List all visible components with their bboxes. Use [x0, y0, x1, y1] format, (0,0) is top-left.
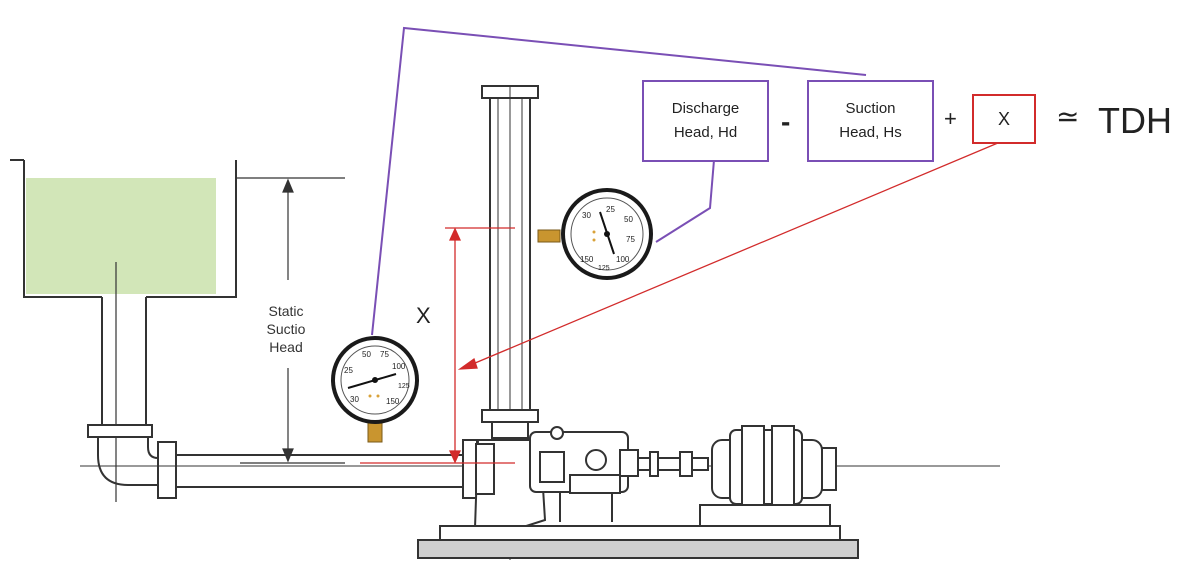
discharge-tick: 75 — [626, 235, 635, 244]
purple-connectors — [371, 26, 867, 336]
tank-liquid — [26, 178, 216, 294]
suction-tick: 30 — [350, 395, 359, 404]
motor — [699, 425, 837, 528]
discharge-column — [481, 85, 539, 560]
discharge-tick: 30 — [582, 211, 591, 220]
minus-operator: - — [781, 106, 791, 137]
base-plate — [417, 525, 859, 559]
static-label-line3: Head — [269, 339, 303, 355]
discharge-head-box: Discharge Head, Hd — [642, 80, 769, 162]
discharge-line2: Head, Hd — [672, 121, 740, 145]
approx-symbol: ≃ — [1056, 101, 1080, 132]
suction-downpipe — [87, 297, 177, 499]
tdh-label: TDH — [1098, 100, 1172, 141]
suction-head-box: Suction Head, Hs — [807, 80, 934, 162]
supply-tank — [10, 159, 237, 502]
suction-line1: Suction — [845, 100, 896, 117]
discharge-tick: 100 — [616, 255, 630, 264]
suction-line2: Head, Hs — [839, 124, 902, 141]
discharge-tick: 25 — [606, 205, 615, 214]
suction-tick: 25 — [344, 366, 353, 375]
suction-tick: 125 — [398, 383, 410, 390]
plus-operator: + — [944, 106, 957, 131]
x-box: X — [972, 94, 1036, 144]
suction-gauge: 50 75 25 100 30 150 125 — [331, 336, 419, 443]
suction-tick: 50 — [362, 350, 371, 359]
discharge-gauge: 30 25 50 75 100 150 125 — [537, 188, 653, 280]
discharge-tick: 125 — [598, 265, 610, 272]
x-marker-label: X — [416, 303, 431, 328]
discharge-tick: 150 — [580, 255, 594, 264]
suction-tick: 75 — [380, 350, 389, 359]
pump-body — [473, 426, 709, 529]
discharge-line2-text: Head, Hd — [673, 124, 738, 141]
static-head-dimension — [236, 177, 345, 464]
static-label-line1: Static — [268, 303, 304, 319]
x-box-text: X — [997, 109, 1010, 129]
discharge-line1: Discharge — [671, 100, 740, 117]
suction-tick: 100 — [392, 362, 406, 371]
static-suction-head-label: Static Suctio Head — [256, 302, 316, 356]
x-dimension — [360, 139, 1006, 464]
static-label-line2: Suctio — [266, 321, 306, 337]
suction-tick: 150 — [386, 397, 400, 406]
discharge-tick: 50 — [624, 215, 633, 224]
